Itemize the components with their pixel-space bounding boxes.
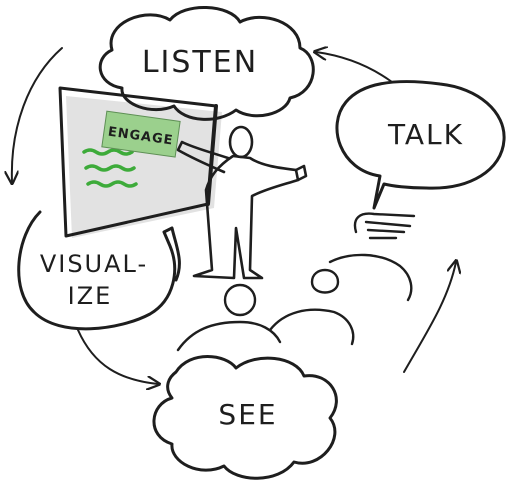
audience-head-middle (310, 268, 340, 294)
scribble-line-2 (84, 164, 136, 172)
see-cloud: SEE (152, 355, 338, 480)
board-edge-right (206, 104, 218, 206)
see-cloud-outline (152, 355, 338, 480)
engage-note: ENGAGE (101, 110, 181, 158)
board-scribbles (82, 148, 138, 188)
presentation-board (58, 86, 222, 238)
see-label: SEE (218, 398, 277, 431)
audience (176, 212, 416, 352)
listen-cloud: LISTEN (98, 6, 315, 121)
scribble-line-1 (82, 148, 134, 156)
listen-cloud-outline (98, 6, 315, 121)
talk-bubble-outline (335, 80, 506, 210)
audience-shoulders-left (176, 320, 282, 352)
cycle-arrows (12, 48, 456, 384)
listen-label: LISTEN (142, 45, 258, 80)
engage-note-paper (101, 110, 181, 158)
visualize-bubble: VISUAL- IZE (17, 210, 181, 331)
arrow-talk-to-listen (316, 52, 393, 83)
talk-bubble: TALK (335, 80, 506, 210)
presenter-body (192, 154, 300, 280)
audience-shoulders-right (328, 253, 413, 302)
visualize-bubble-outline (17, 210, 181, 331)
audience-head-left (223, 283, 257, 317)
presenter-figure (176, 125, 308, 280)
visualize-label-line1: VISUAL- (40, 250, 148, 278)
audience-shoulders-middle (268, 308, 355, 346)
presenter-hand-right (294, 164, 308, 182)
arrow-visualize-to-see (77, 329, 158, 384)
visualize-label-line2: IZE (68, 282, 113, 310)
arrow-see-to-talk (403, 262, 456, 373)
scribble-line-3 (86, 180, 138, 188)
audience-raised-hand (353, 212, 416, 240)
presenter-arm-pointing (176, 140, 230, 174)
presenter-head (228, 125, 254, 159)
talk-label: TALK (387, 118, 464, 151)
arrow-listen-to-visualize (12, 47, 63, 182)
